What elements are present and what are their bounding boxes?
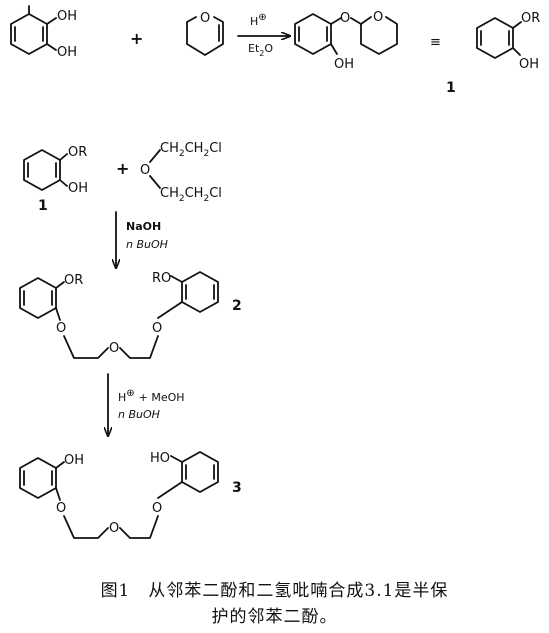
reactant-or: OR <box>68 145 87 160</box>
compound-3-ho: HO <box>150 451 170 466</box>
condition-acid: H⊕ <box>250 12 267 28</box>
shorthand-oh: OH <box>519 57 539 72</box>
compound-2-o-left: O <box>56 321 66 336</box>
compound-3-structure: OH O HO O O <box>19 451 219 539</box>
ether-oxygen: O <box>140 163 150 178</box>
plus-sign: + <box>130 29 143 48</box>
compound-3-number: 3 <box>232 480 242 496</box>
compound-2-o-right: O <box>152 321 162 336</box>
caption-line-1: 图1 从邻苯二酚和二氢吡喃合成3.1是半保 <box>100 581 449 601</box>
compound-3-o-center: O <box>109 521 119 536</box>
compound-2-or: OR <box>64 273 83 288</box>
reagent-nbuoh-2: n BuOH <box>118 408 160 421</box>
reactant-number: 1 <box>38 198 48 214</box>
catechol-structure: OH OH <box>10 5 77 60</box>
reagent-acid-meoh: H⊕+ MeOH <box>118 388 185 404</box>
condition-solvent: Et2O <box>248 42 273 58</box>
catechol-oh-top: OH <box>57 9 77 24</box>
dichloroethyl-ether: O CH2CH2Cl CH2CH2Cl <box>140 141 222 204</box>
catechol-oh-bottom: OH <box>57 45 77 60</box>
reagent-nbuoh: n BuOH <box>126 238 168 251</box>
identical-sign: ≡ <box>430 35 441 50</box>
compound-2-number: 2 <box>232 298 242 314</box>
compound-2-ro: RO <box>152 271 171 286</box>
compound-3-o-right: O <box>152 501 162 516</box>
chain-top: CH2CH2Cl <box>160 141 222 159</box>
plus-sign-2: + <box>116 159 129 178</box>
reaction-scheme: OH OH + O H⊕ Et2O O O OH ≡ OR OH 1 <box>10 5 540 539</box>
compound-3-oh: OH <box>64 453 84 468</box>
compound-2-o-center: O <box>109 341 119 356</box>
thp-ether-structure: O O OH <box>294 10 398 72</box>
chain-bottom: CH2CH2Cl <box>160 186 222 204</box>
shorthand-or: OR <box>521 11 540 26</box>
dihydropyran-structure: O <box>186 11 224 56</box>
product-oh: OH <box>334 57 354 72</box>
product-link-oxygen: O <box>340 11 350 26</box>
compound-3-o-left: O <box>56 501 66 516</box>
figure-caption: 图1 从邻苯二酚和二氢吡喃合成3.1是半保 护的邻苯二酚。 <box>0 578 549 630</box>
compound-1-number: 1 <box>446 80 456 96</box>
dhp-oxygen: O <box>200 11 210 26</box>
compound-2-structure: OR O RO O O <box>19 271 219 359</box>
product-ring-oxygen: O <box>373 10 383 25</box>
reagent-naoh: NaOH <box>126 220 161 233</box>
caption-line-2: 护的邻苯二酚。 <box>211 607 338 627</box>
compound-1-reactant: OR OH <box>23 145 88 196</box>
reactant-oh: OH <box>68 181 88 196</box>
compound-1-shorthand: OR OH <box>476 11 540 72</box>
